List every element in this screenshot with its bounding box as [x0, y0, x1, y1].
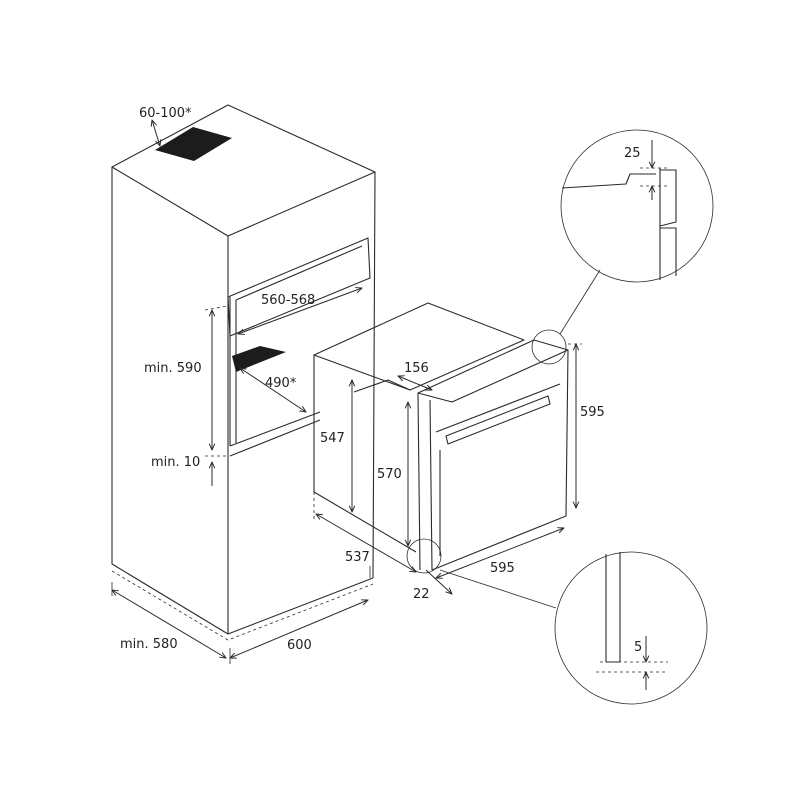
oven — [313, 302, 569, 571]
detail-bottom — [406, 538, 708, 705]
niche-bottom — [229, 411, 321, 447]
label-bottom-gap: min. 10 — [151, 455, 200, 470]
detail-bottom-marker — [406, 538, 442, 574]
label-oven-depth: 537 — [345, 550, 370, 565]
niche-shelf — [229, 419, 321, 457]
niche-inner-top — [235, 245, 363, 301]
cabinet-right-edge — [372, 171, 376, 579]
oven-front-right — [431, 349, 569, 571]
oven-step — [353, 379, 411, 393]
label-detail-top-gap: 25 — [624, 146, 641, 161]
oven-panel-line — [435, 383, 561, 433]
cabinet-side — [111, 167, 229, 635]
detail-bottom-circle — [554, 551, 708, 705]
label-niche-width: 560-568 — [261, 293, 315, 308]
ventilation-slot — [155, 127, 232, 161]
oven-body-top — [313, 302, 525, 391]
label-niche-depth: 490* — [265, 376, 297, 391]
detail-top — [531, 129, 714, 365]
oven-front-left — [417, 392, 421, 571]
oven-body-side — [313, 355, 417, 553]
niche-top-band — [227, 237, 371, 337]
label-front-offset: 22 — [413, 587, 430, 602]
label-niche-height: min. 590 — [144, 361, 202, 376]
label-oven-body-height: 547 — [320, 431, 345, 446]
label-oven-front-height: 595 — [580, 405, 605, 420]
oven-front-inner — [429, 399, 433, 571]
label-oven-body-height-inner: 570 — [377, 467, 402, 482]
dimension-labels: 60-100* 560-568 490* min. 590 min. 10 mi… — [120, 106, 642, 655]
label-detail-bottom-gap: 5 — [634, 640, 642, 655]
label-ventilation-gap: 60-100* — [139, 106, 192, 121]
cabinet-top — [111, 104, 376, 237]
niche-vent — [232, 346, 286, 372]
detail-top-marker — [531, 329, 567, 365]
dimension-lines — [112, 120, 582, 664]
oven-handle — [445, 395, 551, 445]
label-cabinet-width: 600 — [287, 638, 312, 653]
label-cabinet-depth: min. 580 — [120, 637, 178, 652]
cabinet-base-dashed — [111, 570, 374, 641]
detail-top-circle — [560, 129, 714, 283]
label-oven-width: 595 — [490, 561, 515, 576]
cabinet-bottom-front — [227, 577, 374, 635]
oven-front-top — [417, 339, 569, 403]
label-oven-panel-depth: 156 — [404, 361, 429, 376]
